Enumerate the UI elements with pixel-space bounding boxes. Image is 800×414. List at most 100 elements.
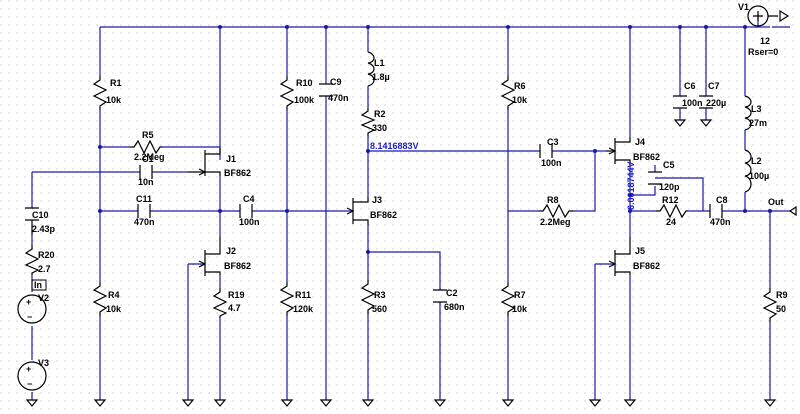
inductor-l1[interactable]: L1 1.8µ [367,51,390,87]
r4-value: 10k [106,304,122,314]
ground-symbols [25,119,777,407]
c6-ref: C6 [684,81,696,91]
c5-value: 120p [659,182,680,192]
voltage-source-v2[interactable]: + − V2 [17,293,49,324]
c4-ref: C4 [243,194,255,204]
net-out-text: Out [768,197,784,207]
j5-ref: J5 [635,246,645,256]
resistor-r20[interactable]: R20 2.7 [24,245,55,275]
r12-ref: R12 [662,195,679,205]
inductor-l3[interactable]: L3 27m [744,95,767,131]
v1-ref: V1 [738,2,749,12]
r9-ref: R9 [776,290,788,300]
r3-value: 560 [372,304,387,314]
jfet-j4[interactable]: J4 BF862 [606,137,660,165]
capacitor-c11[interactable]: C11 470n [134,194,155,227]
capacitor-c7[interactable]: C7 220µ [699,81,726,109]
c8-ref: C8 [716,195,728,205]
resistor-r7[interactable]: R7 10k [500,282,528,316]
resistor-r9[interactable]: R9 50 [762,288,788,322]
c7-value: 220µ [706,98,726,108]
resistor-r11[interactable]: R11 120k [279,282,314,316]
capacitor-c3[interactable]: C3 100n [539,137,562,168]
r7-ref: R7 [514,290,526,300]
capacitor-c4[interactable]: C4 100n [239,194,260,227]
svg-text:−: − [27,312,32,322]
capacitor-c2[interactable]: C2 680n [433,288,465,312]
capacitor-c9[interactable]: C9 470n [319,77,349,103]
capacitor-c5[interactable]: C5 120p [648,160,680,192]
r6-value: 10k [512,95,528,105]
c9-value: 470n [328,93,349,103]
r1-value: 10k [106,95,122,105]
c3-ref: C3 [547,137,559,147]
resistor-r1[interactable]: R1 10k [92,76,122,110]
capacitor-c6[interactable]: C6 100n [673,81,703,109]
inductor-l2[interactable]: L2 100µ [744,149,769,193]
l3-ref: L3 [751,104,762,114]
capacitor-c10[interactable]: C10 2.43p [25,207,56,235]
c3-value: 100n [541,158,562,168]
v2-ref: V2 [38,293,49,303]
r6-ref: R6 [514,81,526,91]
c10-value: 2.43p [32,224,56,234]
capacitor-c8[interactable]: C8 470n [709,195,731,227]
r3-ref: R3 [374,290,386,300]
resistor-r12[interactable]: R12 24 [656,195,688,227]
l2-ref: L2 [751,156,762,166]
c2-value: 680n [444,302,465,312]
resistor-r19[interactable]: R19 4.7 [212,288,245,318]
wires [31,14,790,400]
c1-value: 10n [138,177,154,187]
j5-value: BF862 [633,261,660,271]
net-in-text: In [34,280,42,290]
voltage-source-v3[interactable]: + − V3 [17,358,49,391]
resistor-r10[interactable]: R10 100k [279,76,315,110]
l1-value: 1.8µ [372,72,390,82]
resistor-r4[interactable]: R4 10k [92,282,122,316]
r8-value: 2.2Meg [540,217,571,227]
v1-value: 12 [760,36,770,46]
r20-ref: R20 [38,250,55,260]
c6-value: 100n [682,98,703,108]
svg-text:+: + [26,297,31,307]
j2-value: BF862 [224,261,251,271]
resistor-r2[interactable]: R2 330 [360,108,387,136]
net-label-out[interactable]: Out [768,197,797,217]
r11-ref: R11 [295,290,311,300]
voltage-node-j3-drain: 8.1416883V [370,141,419,151]
v1-rser: Rser=0 [748,47,778,57]
j1-value: BF862 [224,168,251,178]
j3-ref: J3 [372,195,382,205]
c9-ref: C9 [330,77,342,87]
c7-ref: C7 [708,81,720,91]
r10-value: 100k [294,95,315,105]
j4-ref: J4 [635,137,645,147]
c1-ref: C1 [142,154,154,164]
resistor-r6[interactable]: R6 10k [500,76,528,110]
resistor-r3[interactable]: R3 560 [360,280,387,314]
net-label-in[interactable]: In [31,279,47,291]
resistor-r8[interactable]: R8 2.2Meg [539,195,573,227]
r5-value: 2.2Meg [134,152,165,162]
r5-ref: R5 [142,130,154,140]
resistor-r5[interactable]: R5 2.2Meg [130,130,165,162]
c10-ref: C10 [32,210,49,220]
jfet-j2[interactable]: J2 BF862 [198,237,251,276]
v3-ref: V3 [38,358,49,368]
c11-ref: C11 [136,194,152,204]
r11-value: 120k [293,304,314,314]
c2-ref: C2 [446,288,458,298]
jfet-j1[interactable]: J1 BF862 [188,148,251,178]
voltage-source-v1[interactable]: V1 12 Rser=0 [738,2,790,57]
j1-ref: J1 [226,154,236,164]
capacitor-c1[interactable]: C1 10n [138,154,154,187]
r12-value: 24 [666,217,676,227]
r19-ref: R19 [228,290,245,300]
r1-ref: R1 [110,78,122,88]
c8-value: 470n [710,217,731,227]
jfet-j3[interactable]: J3 BF862 [346,195,397,225]
svg-text:−: − [27,379,32,389]
jfet-j5[interactable]: J5 BF862 [608,237,660,276]
